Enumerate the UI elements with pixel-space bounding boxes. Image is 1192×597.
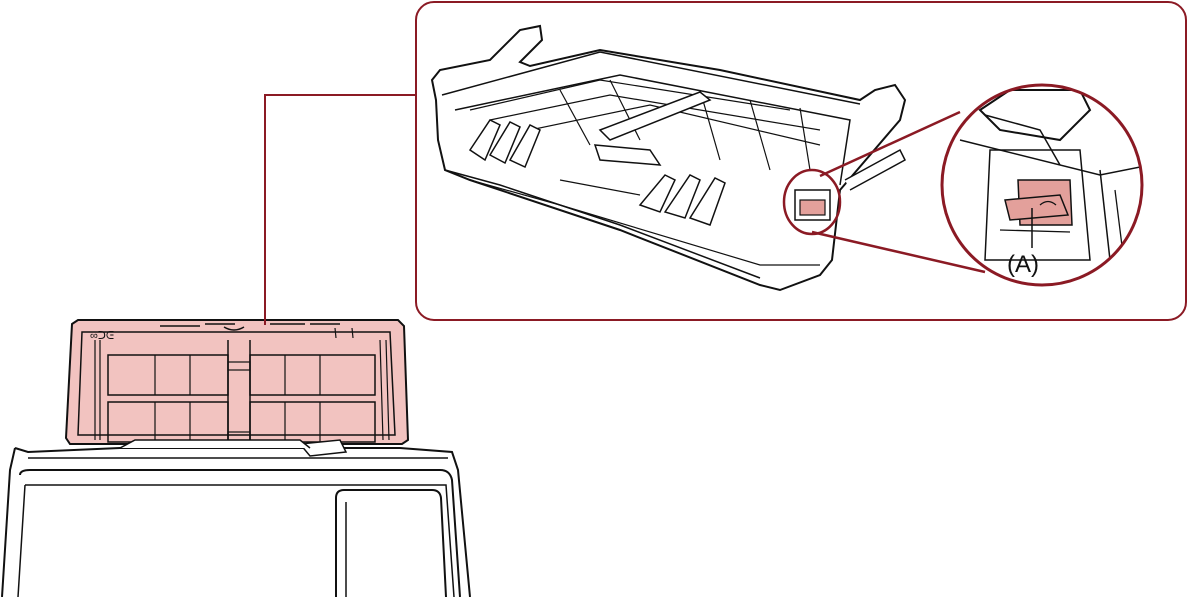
adf-paper-chute: ∞ᑐᕮ [64,319,410,445]
magnifier-connector-bottom [811,230,986,274]
magnified-lever-view [940,83,1144,287]
callout-label-a: (A) [1007,251,1039,278]
svg-text:∞ᑐᕮ: ∞ᑐᕮ [90,330,114,342]
scanner-unit [1,447,471,597]
removed-chute-detail [430,24,907,292]
magnifier-connector-top [819,110,961,178]
lever-highlight-ring [782,168,842,236]
paper-stop-tab [298,439,348,457]
leader-line [264,94,418,325]
